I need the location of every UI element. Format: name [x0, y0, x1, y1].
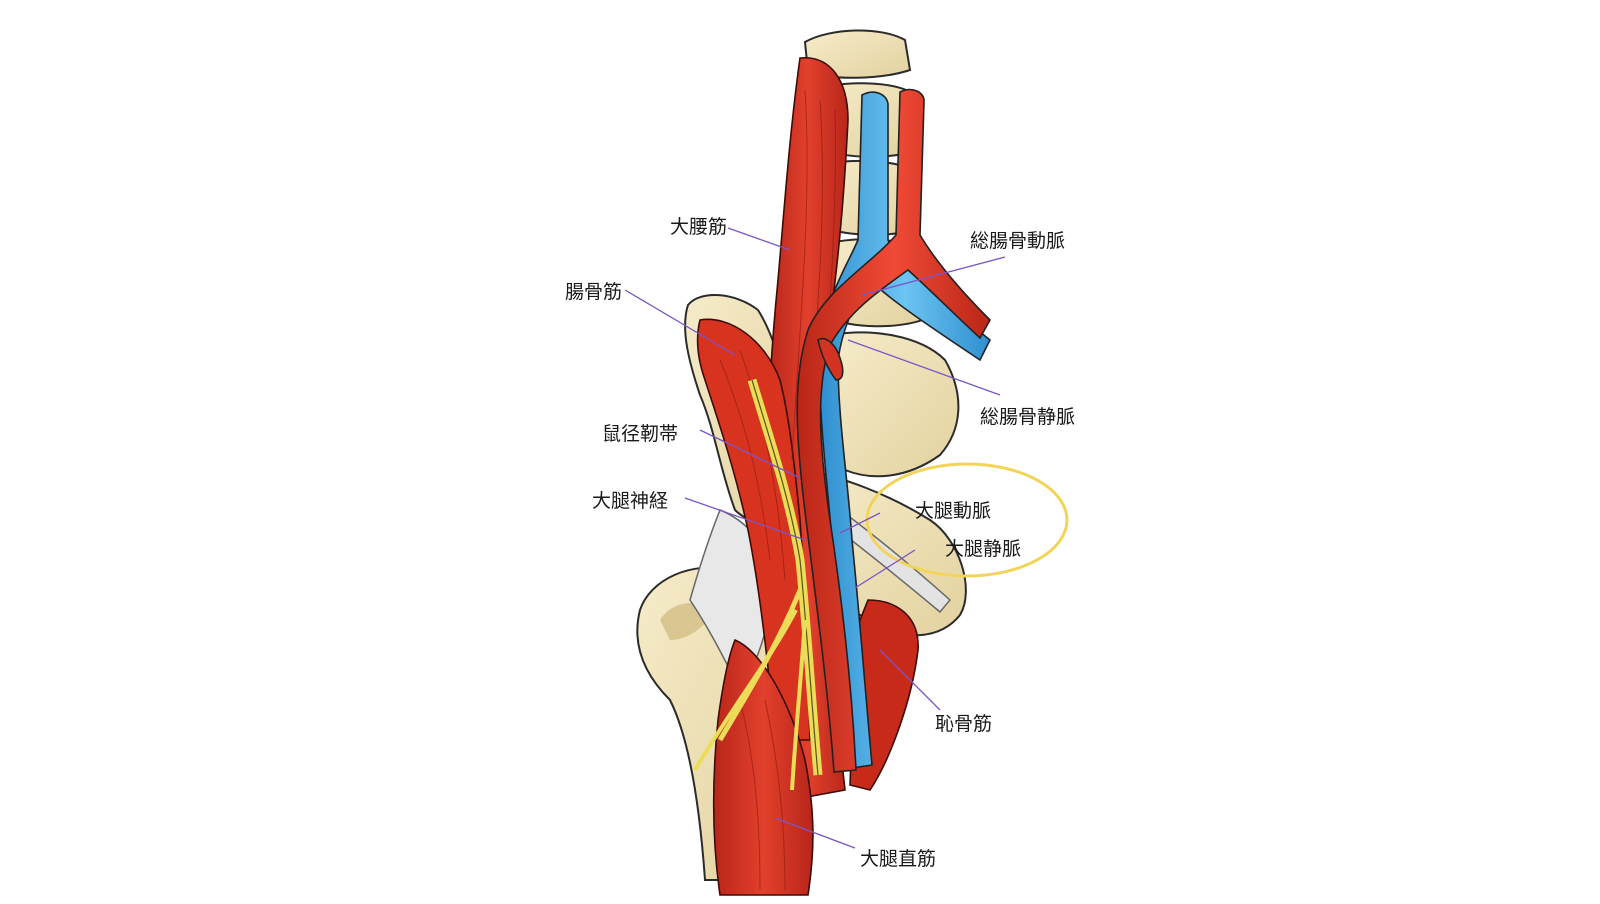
leader-femoral-artery — [839, 512, 881, 534]
leader-lines — [624, 227, 1006, 849]
label-psoas-major: 大腰筋 — [670, 216, 728, 238]
label-femoral-artery: 大腿動脈 — [915, 500, 992, 522]
leader-iliacus — [624, 289, 736, 356]
femoral-nerve-branch-3 — [790, 619, 807, 791]
leader-femoral-nerve — [684, 497, 806, 541]
femoral-nerve-branch-2 — [693, 609, 798, 772]
leader-pectineus — [879, 649, 941, 711]
sacrum — [829, 331, 960, 478]
label-iliacus: 腸骨筋 — [565, 281, 623, 303]
vessels — [796, 88, 992, 773]
internal-iliac-branch — [817, 338, 844, 381]
leader-psoas-major — [727, 227, 791, 251]
label-femoral-nerve: 大腿神経 — [592, 490, 669, 512]
label-femoral-vein: 大腿静脈 — [945, 538, 1022, 560]
leader-femoral-vein — [854, 549, 916, 589]
leader-common-iliac-artery — [861, 256, 1006, 296]
label-common-iliac-artery: 総腸骨動脈 — [970, 230, 1066, 252]
label-inguinal-ligament: 鼠径靭帯 — [602, 423, 679, 445]
leader-rectus-femoris — [774, 817, 856, 849]
femoral-nerve-drawing — [693, 378, 823, 791]
label-rectus-femoris: 大腿直筋 — [860, 848, 937, 870]
common-iliac-artery-vessel — [796, 88, 991, 773]
label-common-iliac-vein: 総腸骨静脈 — [980, 406, 1076, 428]
label-pectineus: 恥骨筋 — [935, 713, 993, 735]
leader-common-iliac-vein — [847, 339, 1001, 396]
leader-inguinal-ligament — [699, 429, 801, 479]
